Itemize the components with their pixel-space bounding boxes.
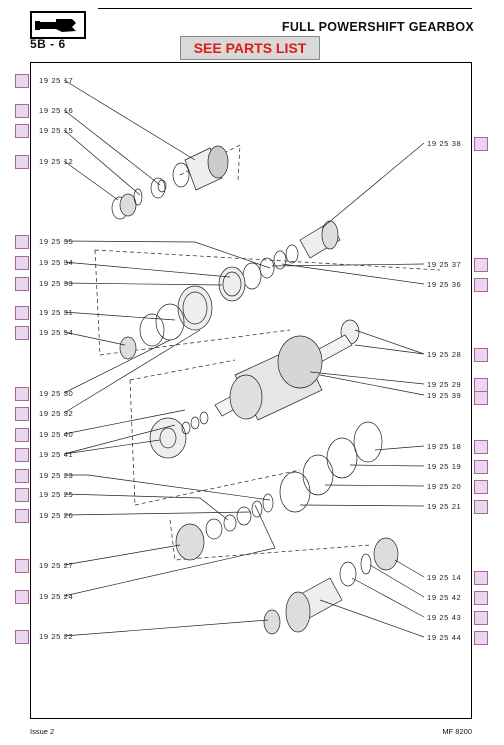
callout-box[interactable]	[474, 278, 488, 292]
callout-label: 19 25 41	[39, 450, 74, 459]
callout-label: 19 25 32	[39, 409, 74, 418]
callout-box[interactable]	[15, 488, 29, 502]
callout-box[interactable]	[15, 326, 29, 340]
callout-box[interactable]	[15, 235, 29, 249]
callout-label: 19 25 37	[427, 260, 462, 269]
callout-box[interactable]	[474, 391, 488, 405]
callout-box[interactable]	[15, 306, 29, 320]
callout-box[interactable]	[15, 256, 29, 270]
callout-box[interactable]	[15, 559, 29, 573]
callout-box[interactable]	[15, 509, 29, 523]
callout-box[interactable]	[474, 571, 488, 585]
callout-label: 19 25 29	[427, 380, 462, 389]
page-title: FULL POWERSHIFT GEARBOX	[281, 20, 474, 34]
model-label: MF 8200	[442, 727, 472, 736]
callout-label: 19 25 22	[39, 632, 74, 641]
callout-label: 19 25 12	[39, 157, 74, 166]
callout-box[interactable]	[15, 469, 29, 483]
callout-label: 19 25 27	[39, 561, 74, 570]
see-parts-list-button[interactable]: SEE PARTS LIST	[180, 36, 320, 60]
callout-label: 19 25 14	[427, 573, 462, 582]
callout-label: 19 25 18	[427, 442, 462, 451]
callout-box[interactable]	[474, 611, 488, 625]
callout-box[interactable]	[15, 104, 29, 118]
callout-box[interactable]	[15, 428, 29, 442]
header-rule	[98, 8, 472, 9]
callout-box[interactable]	[15, 155, 29, 169]
diagram-frame	[30, 62, 472, 719]
callout-box[interactable]	[474, 460, 488, 474]
callout-box[interactable]	[15, 630, 29, 644]
callout-box[interactable]	[474, 378, 488, 392]
section-number: 5B - 6	[30, 37, 66, 51]
callout-box[interactable]	[474, 591, 488, 605]
callout-label: 19 25 39	[427, 391, 462, 400]
callout-label: 19 25 44	[427, 633, 462, 642]
callout-label: 19 25 20	[427, 482, 462, 491]
callout-label: 19 25 31	[39, 308, 74, 317]
callout-box[interactable]	[15, 387, 29, 401]
callout-box[interactable]	[15, 448, 29, 462]
callout-label: 19 25 43	[427, 613, 462, 622]
callout-box[interactable]	[474, 348, 488, 362]
callout-label: 19 25 26	[39, 511, 74, 520]
callout-box[interactable]	[15, 74, 29, 88]
callout-label: 19 25 33	[39, 279, 74, 288]
callout-box[interactable]	[474, 137, 488, 151]
callout-label: 19 25 30	[39, 389, 74, 398]
callout-label: 19 25 16	[39, 106, 74, 115]
manual-logo-icon	[30, 11, 86, 39]
callout-box[interactable]	[474, 631, 488, 645]
issue-label: Issue 2	[30, 727, 55, 736]
callout-label: 19 25 38	[427, 139, 462, 148]
callout-box[interactable]	[474, 500, 488, 514]
callout-label: 19 25 21	[427, 502, 462, 511]
callout-label: 19 25 25	[39, 490, 74, 499]
callout-label: 19 25 28	[427, 350, 462, 359]
callout-box[interactable]	[474, 440, 488, 454]
callout-label: 19 25 36	[427, 280, 462, 289]
callout-label: 19 25 24	[39, 592, 74, 601]
callout-label: 19 25 40	[39, 430, 74, 439]
callout-box[interactable]	[474, 258, 488, 272]
callout-label: 19 25 17	[39, 76, 74, 85]
callout-label: 19 25 34	[39, 258, 74, 267]
callout-label: 19 25 42	[427, 593, 462, 602]
callout-label: 19 25 19	[427, 462, 462, 471]
callout-box[interactable]	[15, 407, 29, 421]
callout-box[interactable]	[474, 480, 488, 494]
callout-box[interactable]	[15, 277, 29, 291]
callout-box[interactable]	[15, 124, 29, 138]
callout-label: 19 25 23	[39, 471, 74, 480]
callout-label: 19 25 15	[39, 126, 74, 135]
callout-label: 19 25 35	[39, 237, 74, 246]
callout-label: 19 25 54	[39, 328, 74, 337]
callout-box[interactable]	[15, 590, 29, 604]
